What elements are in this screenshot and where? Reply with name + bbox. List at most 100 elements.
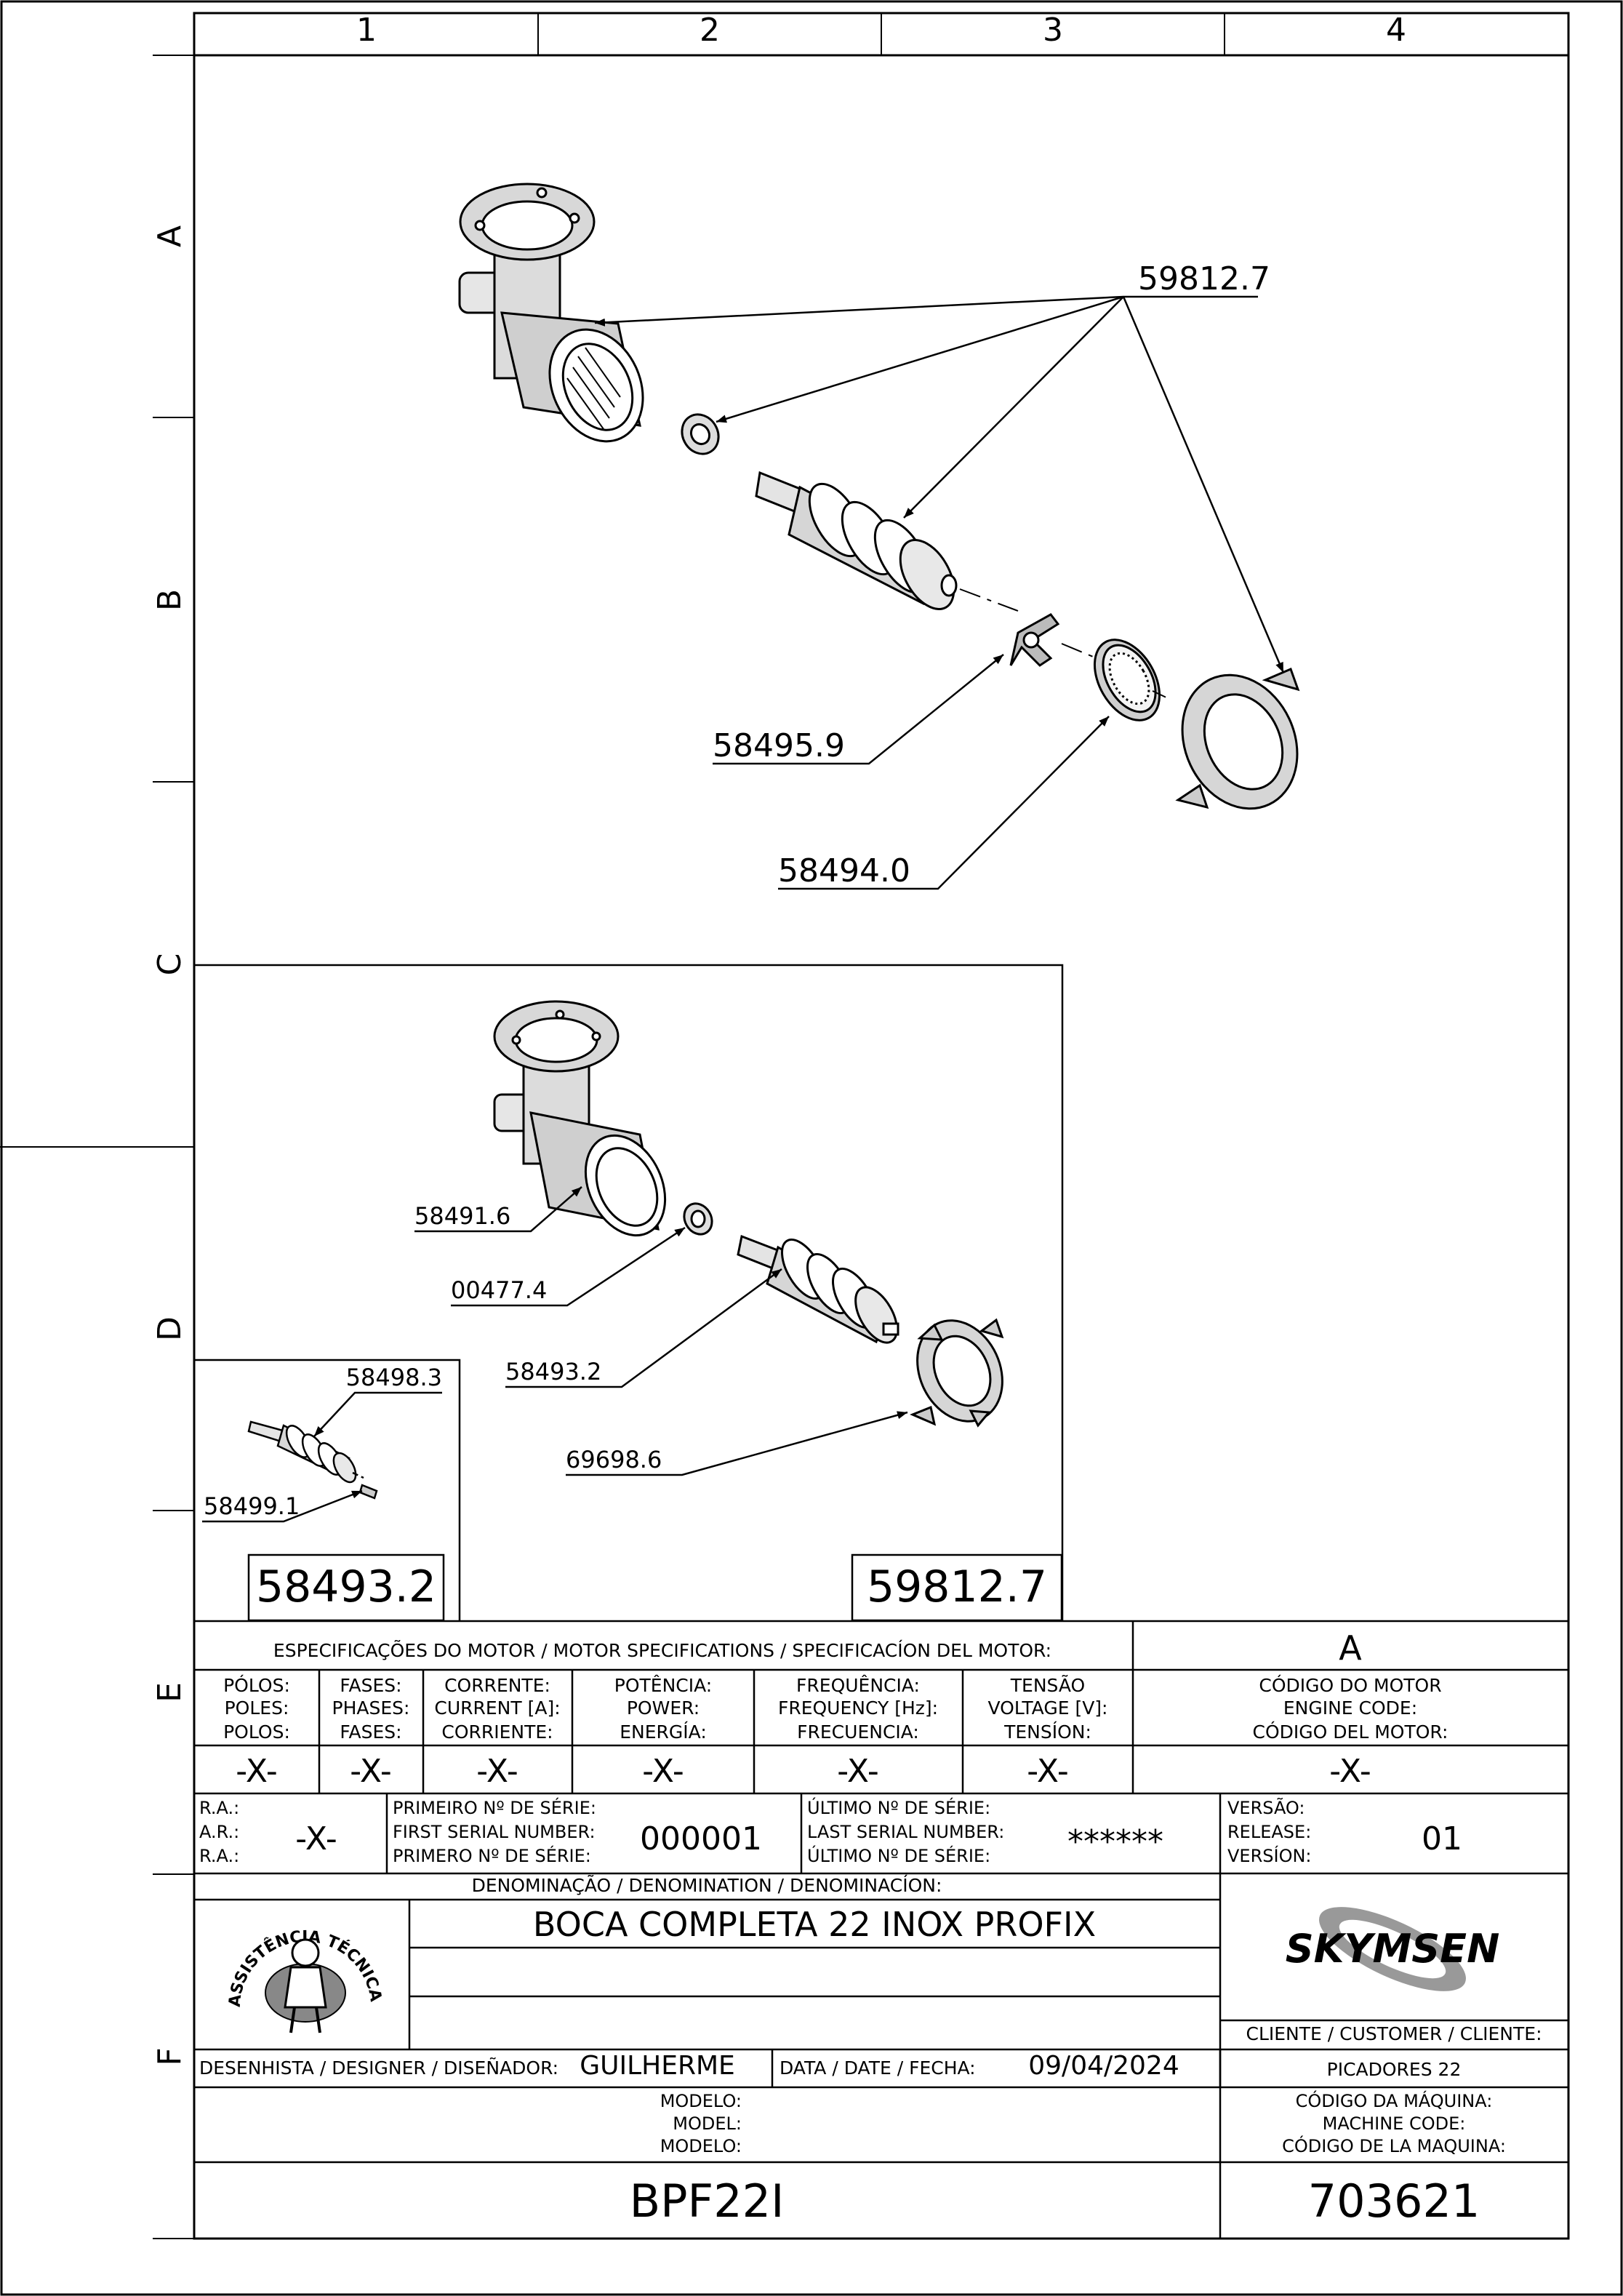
grid-col-1: 1	[356, 12, 377, 49]
model-label-es: MODELO:	[660, 2136, 742, 2156]
knife-top	[1009, 613, 1106, 667]
first-serial-value: 000001	[640, 1820, 762, 1857]
denomination-label: DENOMINAÇÃO / DENOMINATION / DENOMINACÍO…	[472, 1874, 942, 1896]
last-serial-label-es: ÚLTIMO Nº DE SÉRIE:	[807, 1844, 990, 1866]
frequency-label-pt: FREQUÊNCIA:	[796, 1675, 920, 1696]
callout-plate: 58494.0	[778, 852, 910, 889]
power-label-es: ENERGÍA:	[620, 1721, 707, 1743]
power-value: -X-	[642, 1753, 684, 1790]
designer-value: GUILHERME	[580, 2051, 735, 2081]
callout-worm-tip: 58499.1	[204, 1492, 300, 1520]
version-label-en: RELEASE:	[1227, 1822, 1311, 1842]
motor-spec-table	[194, 1620, 1568, 1875]
motor-header: ESPECIFICAÇÕES DO MOTOR / MOTOR SPECIFIC…	[273, 1639, 1051, 1661]
ring-top	[1175, 667, 1300, 810]
grid-row-a: A	[151, 225, 188, 247]
phases-label-es: FASES:	[340, 1721, 401, 1743]
callout-knife: 58495.9	[713, 727, 845, 764]
last-serial-label-pt: ÚLTIMO Nº DE SÉRIE:	[807, 1796, 990, 1818]
engine-code-label-pt: CÓDIGO DO MOTOR	[1259, 1674, 1441, 1696]
current-label-es: CORRIENTE:	[441, 1721, 553, 1743]
exploded-view-mouth	[493, 1000, 1004, 1428]
designer-label: DESENHISTA / DESIGNER / DISEÑADOR:	[199, 2057, 558, 2079]
date-label: DATA / DATE / FECHA:	[780, 2057, 976, 2079]
callout-washer: 00477.4	[451, 1276, 547, 1304]
brand-name: SKYMSEN	[1286, 1926, 1500, 1972]
grid-col-2: 2	[700, 12, 720, 49]
version-label-pt: VERSÃO:	[1227, 1796, 1305, 1818]
first-serial-label-pt: PRIMEIRO Nº DE SÉRIE:	[393, 1797, 596, 1818]
first-serial-label-es: PRIMERO Nº DE SÉRIE:	[393, 1845, 591, 1866]
title-block-grid	[194, 1873, 1568, 2239]
model-label-pt: MODELO:	[660, 2091, 742, 2111]
voltage-value: -X-	[1027, 1753, 1069, 1790]
callout-assembly: 59812.7	[1138, 260, 1270, 297]
voltage-label-pt: TENSÃO	[1010, 1674, 1085, 1696]
phases-label-pt: FASES:	[340, 1675, 401, 1696]
grid-row-e: E	[151, 1682, 188, 1703]
last-serial-value: ******	[1067, 1823, 1163, 1860]
revision-letter: A	[1339, 1628, 1362, 1668]
ra-label-2: A.R.:	[199, 1822, 239, 1842]
current-label-pt: CORRENTE:	[444, 1675, 550, 1696]
version-value: 01	[1422, 1820, 1462, 1857]
engine-code-label-es: CÓDIGO DEL MOTOR:	[1253, 1721, 1448, 1743]
poles-label-pt: PÓLOS:	[223, 1674, 290, 1696]
phases-label-en: PHASES:	[332, 1697, 410, 1719]
motor-columns: PÓLOS: POLES: POLOS: -X- FASES: PHASES: …	[223, 1674, 1448, 1790]
grid-row-c: C	[151, 953, 188, 976]
first-serial-label-en: FIRST SERIAL NUMBER:	[393, 1822, 596, 1842]
callout-worm: 58493.2	[505, 1358, 601, 1385]
engine-code-value: -X-	[1329, 1753, 1371, 1790]
version-label-es: VERSÍON:	[1227, 1845, 1312, 1866]
frequency-label-es: FRECUENCIA:	[797, 1721, 919, 1743]
detail-frame-mouth	[194, 964, 1064, 1621]
grid-row-d: D	[151, 1316, 188, 1341]
grid-col-3: 3	[1043, 12, 1063, 49]
last-serial-label-en: LAST SERIAL NUMBER:	[807, 1822, 1004, 1842]
poles-value: -X-	[236, 1753, 278, 1790]
grinder-body-top	[458, 183, 644, 443]
callout-ring: 69698.6	[566, 1446, 662, 1473]
machine-code-value: 703621	[1308, 2175, 1480, 2228]
voltage-label-en: VOLTAGE [V]:	[988, 1697, 1108, 1719]
voltage-label-es: TENSÍON:	[1003, 1721, 1091, 1743]
date-value: 09/04/2024	[1028, 2051, 1179, 2081]
detail-frame-worm	[194, 1359, 461, 1621]
ra-label-3: R.A.:	[199, 1846, 239, 1866]
client-label: CLIENTE / CUSTOMER / CLIENTE:	[1246, 2023, 1542, 2044]
denomination: BOCA COMPLETA 22 INOX PROFIX	[533, 1905, 1096, 1944]
exploded-view	[458, 183, 1300, 810]
poles-label-es: POLOS:	[223, 1721, 290, 1743]
callout-worm-part: 58498.3	[346, 1364, 442, 1391]
frequency-value: -X-	[837, 1753, 879, 1790]
box-mouth-assembly-label: 59812.7	[867, 1561, 1047, 1612]
model-value: BPF22I	[630, 2175, 785, 2228]
serials-row: R.A.: A.R.: R.A.: -X- PRIMEIRO Nº DE SÉR…	[199, 1796, 1462, 1866]
grid-row-f: F	[151, 2047, 188, 2065]
skymsen-logo: SKYMSEN	[1286, 1907, 1500, 1991]
phases-value: -X-	[350, 1753, 392, 1790]
grid-col-4: 4	[1386, 12, 1406, 49]
power-label-pt: POTÊNCIA:	[614, 1675, 712, 1696]
engine-code-label-en: ENGINE CODE:	[1283, 1697, 1417, 1719]
box-worm-assembly-label: 58493.2	[256, 1561, 436, 1612]
current-value: -X-	[476, 1753, 518, 1790]
washer-top	[681, 413, 720, 455]
machine-code-label-en: MACHINE CODE:	[1323, 2113, 1466, 2134]
poles-label-en: POLES:	[225, 1697, 289, 1719]
machine-code-label-es: CÓDIGO DE LA MAQUINA:	[1282, 2135, 1506, 2156]
power-label-en: POWER:	[627, 1697, 700, 1719]
ra-label-1: R.A.:	[199, 1798, 239, 1818]
mouth-leaders	[414, 1186, 908, 1476]
callout-body: 58491.6	[414, 1202, 510, 1230]
worm-leaders	[202, 1391, 442, 1523]
current-label-en: CURRENT [A]:	[434, 1697, 560, 1719]
svg-text:ASSISTÊNCIA TÉCNICA AUTORIZADA: ASSISTÊNCIA TÉCNICA AUTORIZADA	[0, 0, 385, 2008]
plate-top	[1093, 639, 1171, 721]
model-label-en: MODEL:	[673, 2113, 742, 2134]
worm-detail	[247, 1420, 378, 1500]
authorized-service-stamp: ASSISTÊNCIA TÉCNICA AUTORIZADA	[0, 0, 385, 2033]
